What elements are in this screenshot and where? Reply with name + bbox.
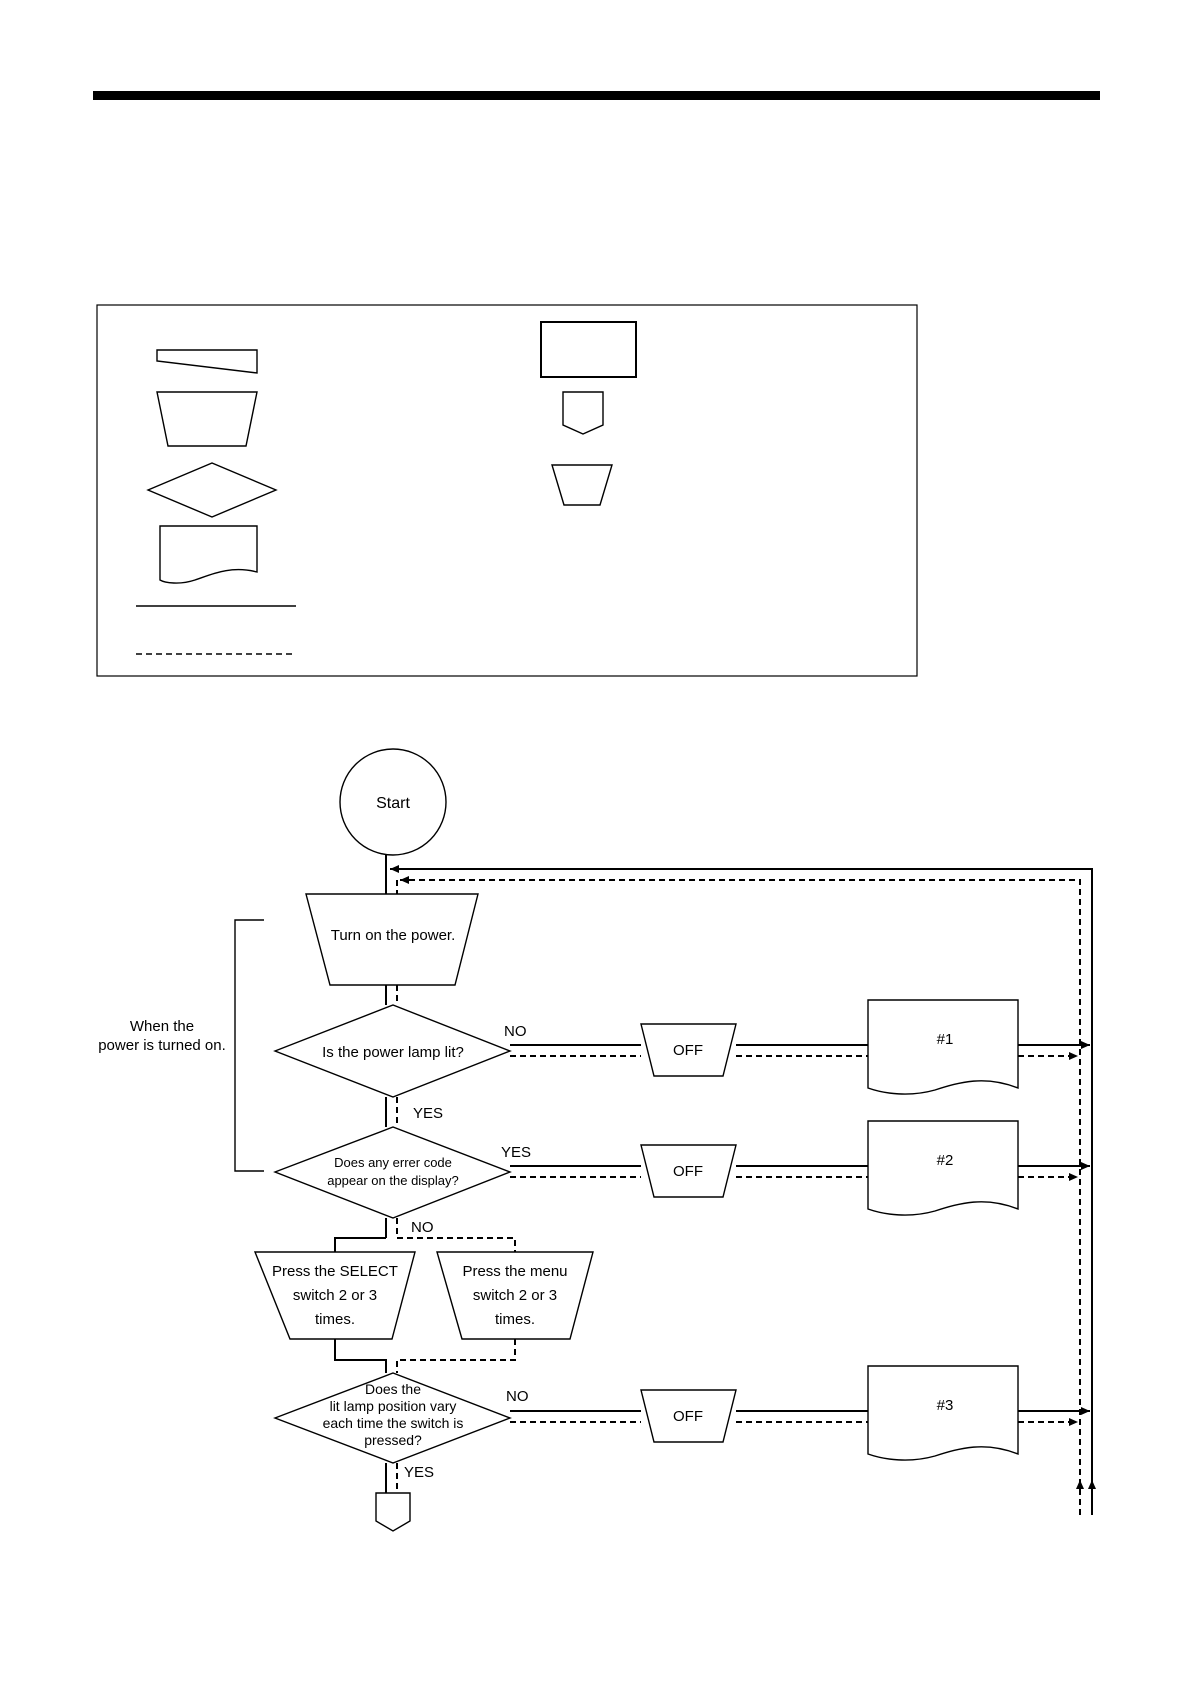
header-rule: [93, 91, 1100, 100]
power-on-bracket: When the power is turned on.: [98, 919, 264, 1172]
legend-manual-operation-symbol: [156, 391, 258, 447]
error-code-question-line2: appear on the display?: [327, 1173, 459, 1188]
legend-decision-symbol: [146, 462, 278, 518]
bracket-label-line2: power is turned on.: [98, 1037, 226, 1054]
off-step-1: OFF: [640, 1023, 737, 1077]
press-select-line3: times.: [315, 1311, 355, 1328]
lamp-position-no-label: NO: [506, 1388, 529, 1405]
result-doc-3-label: #3: [937, 1397, 954, 1414]
error-code-no-label: NO: [411, 1219, 434, 1236]
press-menu-step: Press the menu switch 2 or 3 times.: [436, 1251, 594, 1340]
off-label-3: OFF: [673, 1408, 703, 1425]
error-code-yes-label: YES: [501, 1144, 531, 1161]
return-loop-solid: [390, 865, 1093, 1515]
legend-process-symbol: [540, 321, 637, 378]
legend-manual-input-symbol: [156, 349, 258, 374]
result-doc-2: #2: [867, 1120, 1019, 1216]
lamp-position-line2: lit lamp position vary: [330, 1398, 457, 1414]
result-doc-3: #3: [867, 1365, 1019, 1461]
power-lamp-question: Is the power lamp lit?: [322, 1044, 464, 1061]
lamp-position-yes-label: YES: [404, 1464, 434, 1481]
error-code-decision: Does any errer code appear on the displa…: [273, 1126, 512, 1219]
legend-manual-operation-small-symbol: [551, 464, 613, 506]
continuation-connector: [375, 1492, 411, 1532]
press-select-line2: switch 2 or 3: [293, 1287, 377, 1304]
legend-document-symbol: [159, 525, 258, 584]
result-doc-2-label: #2: [937, 1152, 954, 1169]
main-dashed-flow: [396, 880, 516, 1493]
result-doc-1-label: #1: [937, 1031, 954, 1048]
press-menu-line3: times.: [495, 1311, 535, 1328]
start-terminal: Start: [339, 748, 447, 856]
bracket-label-line1: When the: [130, 1018, 194, 1035]
press-menu-line1: Press the menu: [462, 1263, 567, 1280]
lamp-position-line4: pressed?: [364, 1432, 422, 1448]
off-step-2: OFF: [640, 1144, 737, 1198]
off-label-2: OFF: [673, 1163, 703, 1180]
press-menu-line2: switch 2 or 3: [473, 1287, 557, 1304]
off-label-1: OFF: [673, 1042, 703, 1059]
power-lamp-no-label: NO: [504, 1023, 527, 1040]
turn-on-power-label: Turn on the power.: [331, 927, 456, 944]
press-select-step: Press the SELECT switch 2 or 3 times.: [253, 1251, 416, 1340]
lamp-position-line1: Does the: [365, 1381, 421, 1397]
legend-off-page-connector-symbol: [562, 391, 604, 435]
main-solid-flow: [334, 855, 387, 1493]
legend-box: [96, 304, 918, 677]
off-step-3: OFF: [640, 1389, 737, 1443]
lamp-position-decision: Does the lit lamp position vary each tim…: [273, 1372, 512, 1464]
return-loop-dashed: [400, 876, 1081, 1515]
turn-on-power-step: Turn on the power.: [305, 893, 479, 986]
lamp-position-line3: each time the switch is: [323, 1415, 464, 1431]
result-doc-1: #1: [867, 999, 1019, 1095]
power-lamp-decision: Is the power lamp lit?: [273, 1004, 512, 1098]
branch-rows: [510, 1041, 1090, 1426]
error-code-question-line1: Does any errer code: [334, 1155, 452, 1170]
press-select-line1: Press the SELECT: [272, 1263, 398, 1280]
start-label: Start: [376, 795, 410, 812]
power-lamp-yes-label: YES: [413, 1105, 443, 1122]
